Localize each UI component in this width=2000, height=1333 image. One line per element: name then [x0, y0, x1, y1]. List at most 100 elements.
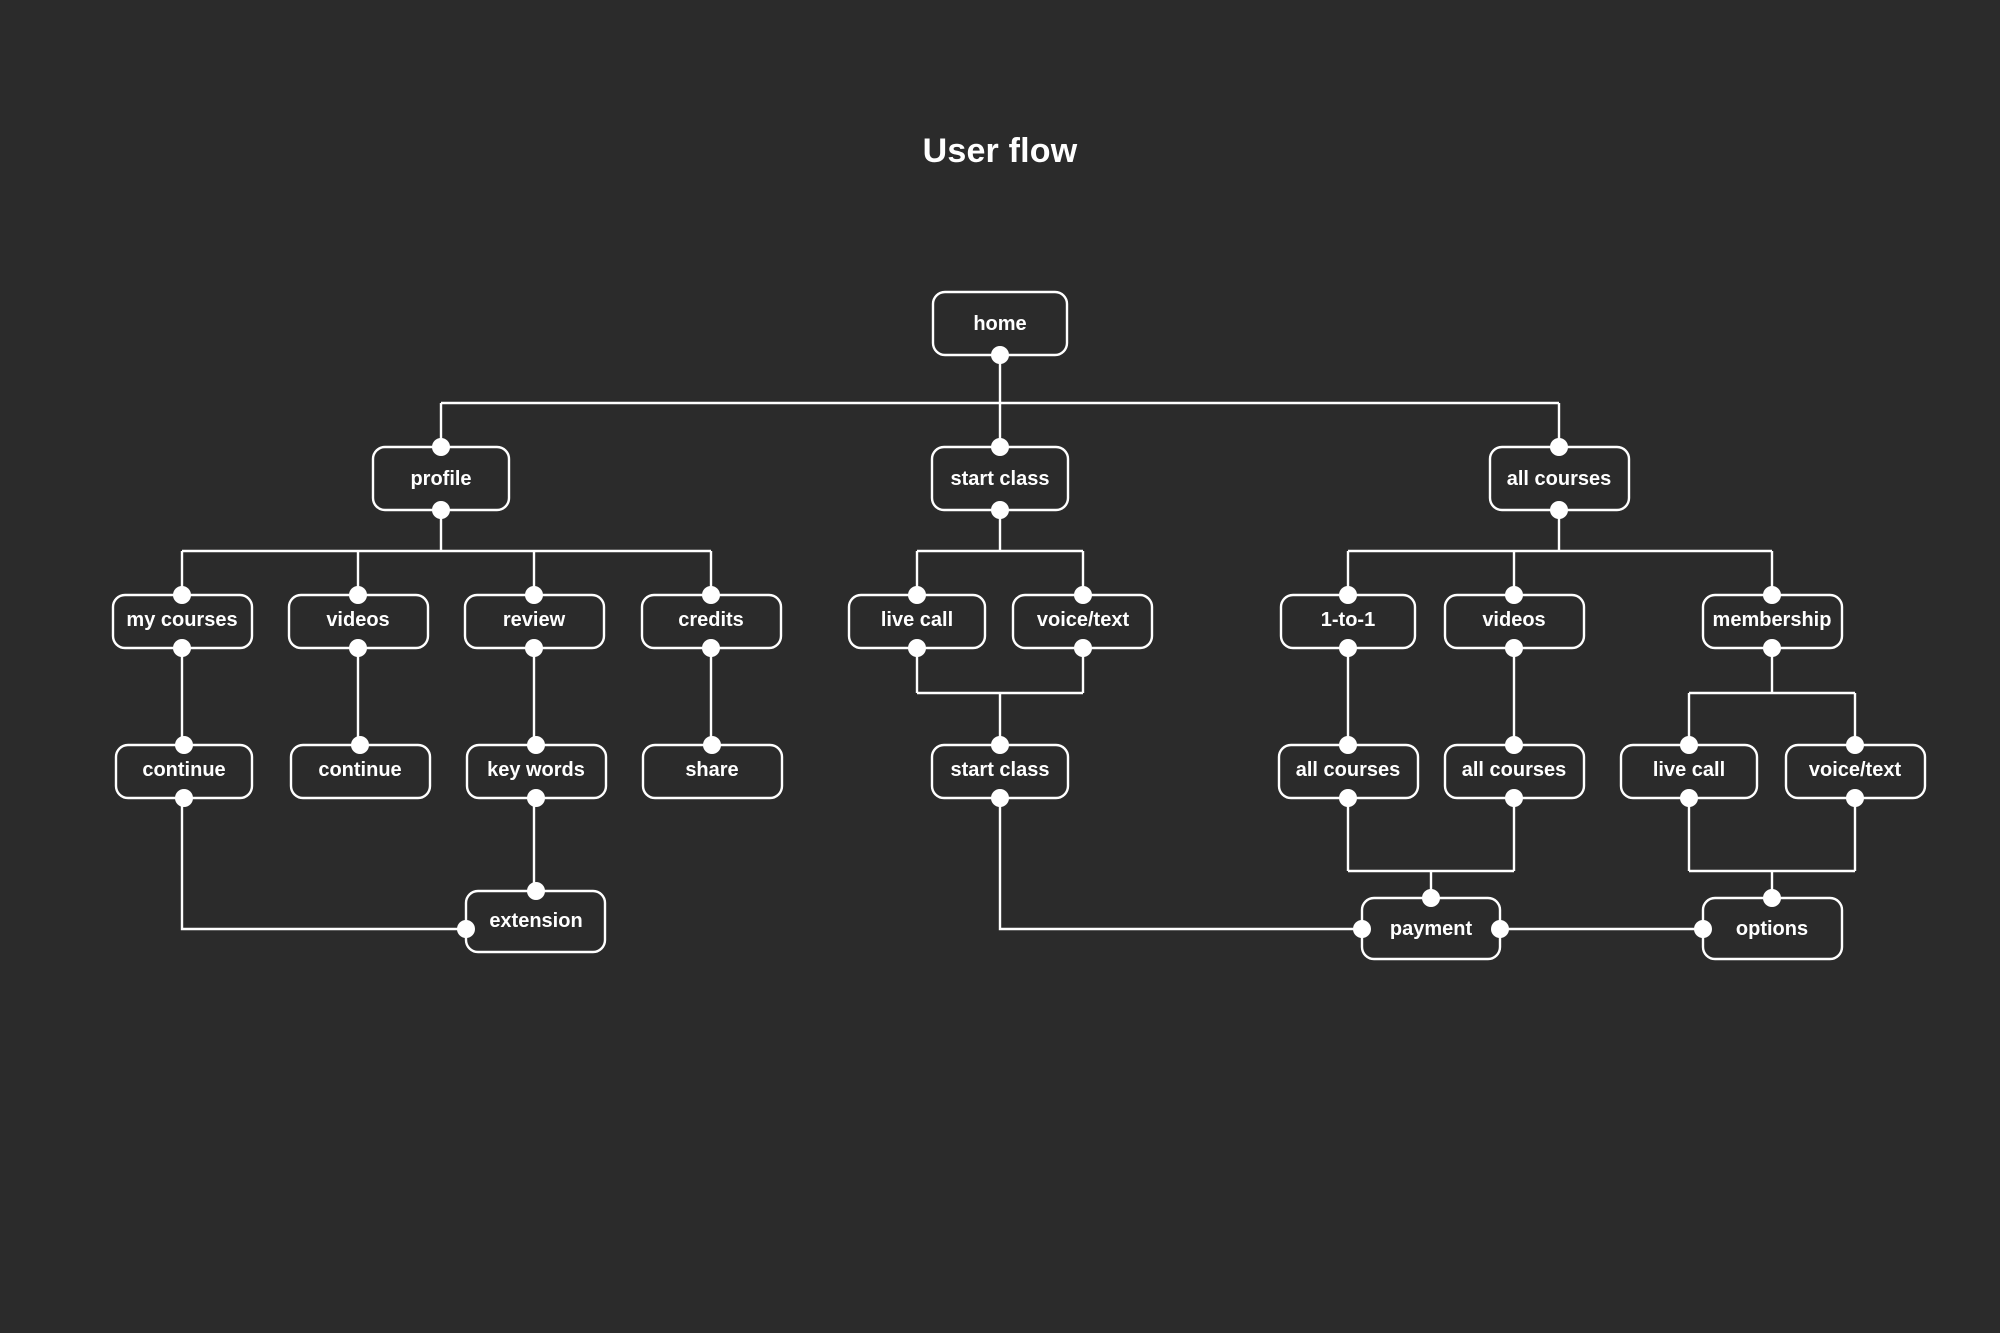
node-voice-text-membership-label: voice/text [1809, 759, 1902, 781]
node-all-courses-1to1-port-top [1339, 736, 1357, 754]
node-one-to-one-port-top [1339, 586, 1357, 604]
node-voice-text-mem-port-top [1846, 736, 1864, 754]
node-all-courses-port-bottom [1550, 501, 1568, 519]
node-home-label: home [973, 313, 1026, 335]
node-layer: home profile start class all courses [111, 290, 1927, 961]
node-extension[interactable]: extension [457, 882, 607, 954]
node-payment-port-right [1491, 920, 1509, 938]
node-videos-profile-port-bottom [349, 639, 367, 657]
page-title: User flow [922, 132, 1078, 170]
node-membership-port-top [1763, 586, 1781, 604]
node-videos-all-courses[interactable]: videos [1443, 586, 1586, 657]
node-credits[interactable]: credits [640, 586, 783, 657]
node-extension-port-top [527, 882, 545, 900]
node-start-class-port-bottom [991, 501, 1009, 519]
node-voice-text-mem-port-bottom [1846, 789, 1864, 807]
node-key-words-port-top [527, 736, 545, 754]
node-one-to-one-port-bottom [1339, 639, 1357, 657]
node-share-port-top [703, 736, 721, 754]
node-start-class-2-port-top [991, 736, 1009, 754]
node-continue-mc-port-top [175, 736, 193, 754]
node-membership[interactable]: membership [1701, 586, 1844, 657]
node-options[interactable]: options [1694, 889, 1844, 961]
node-key-words-port-bottom [527, 789, 545, 807]
node-profile-port-bottom [432, 501, 450, 519]
node-start-class-2[interactable]: start class [930, 736, 1070, 807]
node-extension-port-left [457, 920, 475, 938]
node-payment[interactable]: payment [1353, 889, 1509, 961]
node-continue-videos-label: continue [318, 759, 401, 781]
node-my-courses-port-bottom [173, 639, 191, 657]
node-voice-text-sc-port-top [1074, 586, 1092, 604]
node-share-label: share [685, 759, 738, 781]
node-start-class-2-label: start class [951, 759, 1050, 781]
node-home[interactable]: home [931, 290, 1069, 364]
node-review-port-bottom [525, 639, 543, 657]
node-videos-ac-port-top [1505, 586, 1523, 604]
node-videos-ac-port-bottom [1505, 639, 1523, 657]
node-share[interactable]: share [641, 736, 784, 800]
node-live-call-start-class[interactable]: live call [847, 586, 987, 657]
node-options-label: options [1736, 918, 1808, 940]
node-all-courses-videos-port-bottom [1505, 789, 1523, 807]
edge-startclass2-payment [998, 798, 1362, 931]
node-voice-text-sc-port-bottom [1074, 639, 1092, 657]
node-profile-label: profile [410, 468, 471, 490]
node-all-courses-1to1-label: all courses [1296, 759, 1401, 781]
node-all-courses-1to1-port-bottom [1339, 789, 1357, 807]
node-my-courses-port-top [173, 586, 191, 604]
node-live-call-sc-port-bottom [908, 639, 926, 657]
node-start-class-2-port-bottom [991, 789, 1009, 807]
node-review-port-top [525, 586, 543, 604]
node-key-words[interactable]: key words [465, 736, 608, 807]
node-one-to-one[interactable]: 1-to-1 [1279, 586, 1417, 657]
node-live-call-membership-label: live call [1653, 759, 1725, 781]
node-review[interactable]: review [463, 586, 606, 657]
node-payment-port-top [1422, 889, 1440, 907]
node-membership-label: membership [1713, 609, 1832, 631]
node-live-call-mem-port-top [1680, 736, 1698, 754]
node-credits-port-top [702, 586, 720, 604]
node-credits-label: credits [678, 609, 744, 631]
node-start-class-port-top [991, 438, 1009, 456]
node-payment-label: payment [1390, 918, 1473, 940]
node-videos-profile-label: videos [326, 609, 389, 631]
node-continue-my-courses-label: continue [142, 759, 225, 781]
node-all-courses-1to1[interactable]: all courses [1277, 736, 1420, 807]
node-extension-label: extension [489, 910, 582, 932]
node-live-call-membership[interactable]: live call [1619, 736, 1759, 807]
node-payment-port-left [1353, 920, 1371, 938]
node-all-courses-videos-port-top [1505, 736, 1523, 754]
node-my-courses-label: my courses [126, 609, 237, 631]
node-videos-profile[interactable]: videos [287, 586, 430, 657]
node-start-class-label: start class [951, 468, 1050, 490]
node-continue-mc-port-bottom [175, 789, 193, 807]
edge-continue-extension [180, 798, 466, 931]
node-all-courses[interactable]: all courses [1488, 438, 1631, 519]
node-all-courses-label: all courses [1507, 468, 1612, 490]
node-home-port-bottom [991, 346, 1009, 364]
node-credits-port-bottom [702, 639, 720, 657]
node-profile[interactable]: profile [371, 438, 511, 519]
node-all-courses-videos[interactable]: all courses [1443, 736, 1586, 807]
node-live-call-mem-port-bottom [1680, 789, 1698, 807]
node-videos-profile-port-top [349, 586, 367, 604]
node-profile-port-top [432, 438, 450, 456]
node-all-courses-port-top [1550, 438, 1568, 456]
node-voice-text-start-class-label: voice/text [1037, 609, 1130, 631]
node-options-port-top [1763, 889, 1781, 907]
node-continue-videos-port-top [351, 736, 369, 754]
node-voice-text-membership[interactable]: voice/text [1784, 736, 1927, 807]
node-membership-port-bottom [1763, 639, 1781, 657]
node-live-call-start-class-label: live call [881, 609, 953, 631]
node-start-class[interactable]: start class [930, 438, 1070, 519]
node-voice-text-start-class[interactable]: voice/text [1011, 586, 1154, 657]
node-my-courses[interactable]: my courses [111, 586, 254, 657]
node-live-call-sc-port-top [908, 586, 926, 604]
node-continue-my-courses[interactable]: continue [114, 736, 254, 807]
node-review-label: review [503, 609, 566, 631]
node-videos-all-courses-label: videos [1482, 609, 1545, 631]
node-continue-videos[interactable]: continue [289, 736, 432, 800]
node-options-port-left [1694, 920, 1712, 938]
